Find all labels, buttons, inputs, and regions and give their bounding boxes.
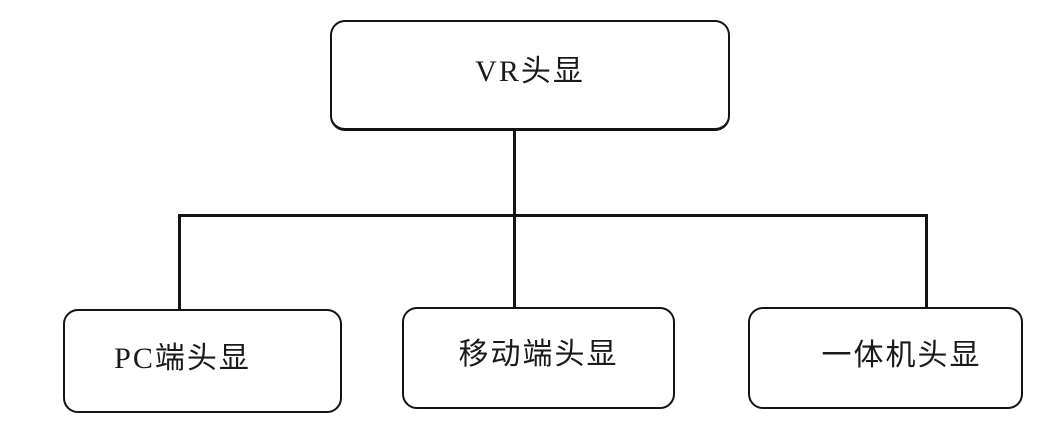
node-standalone-headset-label: 一体机头显 xyxy=(821,339,982,372)
node-pc-headset-label: PC端头显 xyxy=(114,342,251,375)
node-standalone-headset: 一体机头显 xyxy=(748,307,1023,409)
connector-drop-pc xyxy=(178,214,181,310)
node-mobile-headset: 移动端头显 xyxy=(402,307,675,409)
connector-drop-mobile xyxy=(513,214,516,308)
node-pc-headset: PC端头显 xyxy=(63,309,342,413)
node-mobile-headset-label: 移动端头显 xyxy=(458,338,619,371)
node-vr-headset-label: VR头显 xyxy=(475,55,585,88)
node-vr-headset: VR头显 xyxy=(330,20,730,131)
connector-root-stem xyxy=(513,131,516,217)
connector-drop-standalone xyxy=(925,214,928,308)
connector-horizontal-rail xyxy=(178,214,928,217)
